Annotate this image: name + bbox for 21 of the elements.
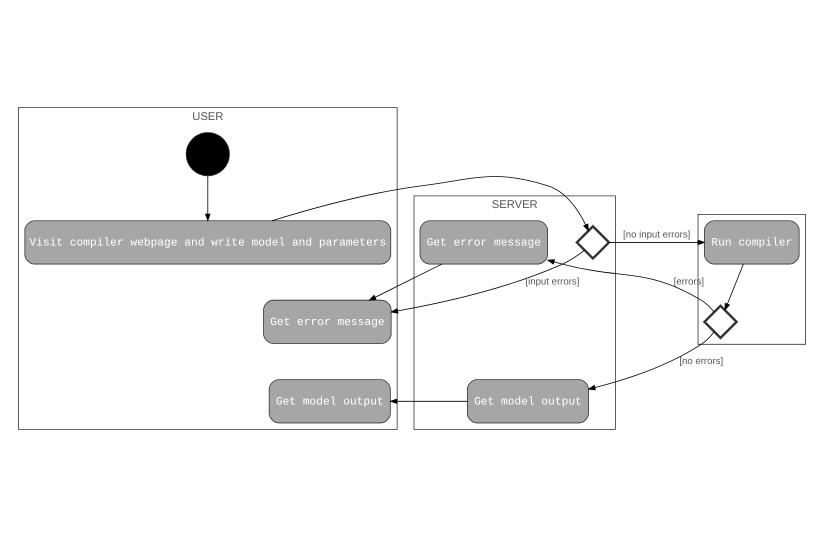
node-box: Visit compiler webpage and write model and parameters: [24, 220, 392, 264]
arrow: [205, 175, 211, 222]
arrow: [368, 263, 442, 300]
node-box: Get error message: [263, 299, 392, 344]
node-box: Get error message: [420, 220, 548, 264]
edge-label: [input errors]: [525, 276, 580, 288]
edge-label: [no input errors]: [623, 228, 690, 240]
arrow: [389, 398, 468, 404]
node-box: Get model output: [466, 378, 589, 423]
arrow: [724, 263, 744, 311]
edge-label: [no errors]: [679, 356, 724, 367]
arrow: [608, 239, 706, 245]
arrow: [587, 330, 715, 390]
node-box: Get model output: [268, 378, 391, 423]
node-diamond: [702, 304, 738, 340]
arrow: [272, 176, 589, 232]
node-circle: [186, 132, 230, 176]
arrow: [390, 249, 585, 314]
node-box: Run compiler: [704, 220, 800, 264]
arrow: [546, 258, 714, 312]
node-diamond: [575, 224, 611, 260]
